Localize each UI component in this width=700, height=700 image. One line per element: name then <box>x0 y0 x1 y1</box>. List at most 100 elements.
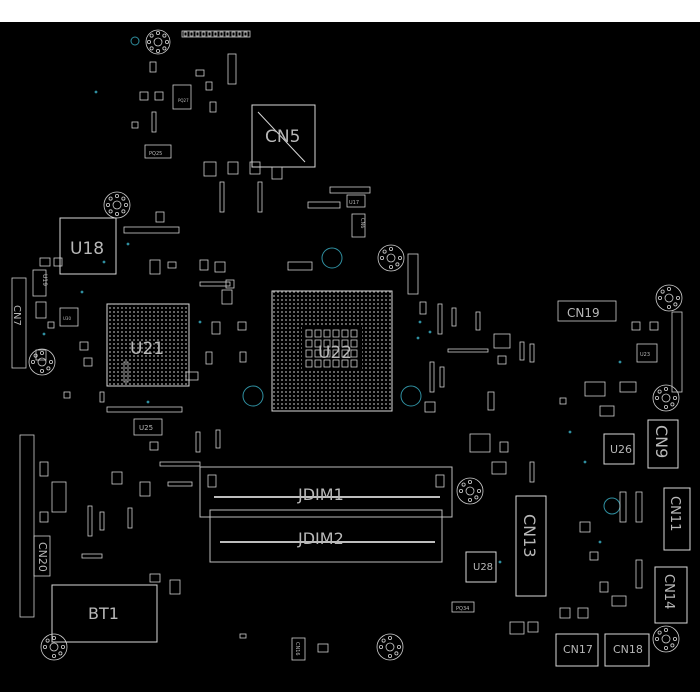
smd-part <box>239 633 247 639</box>
smd-part <box>619 381 637 393</box>
mounting-hole-center-top <box>377 244 405 272</box>
u30-label: U30 <box>63 316 71 321</box>
jdim1-label: JDIM1 <box>297 485 344 504</box>
cn6-label: CN6 <box>359 218 365 228</box>
smd-part <box>589 551 599 561</box>
smd-part <box>225 279 235 289</box>
smd-part <box>499 441 509 453</box>
smd-part <box>199 259 209 271</box>
smd-part <box>149 573 161 583</box>
smd-part <box>619 491 627 523</box>
smd-part <box>167 481 193 487</box>
mounting-hole-bottom-mid <box>376 633 404 661</box>
smd-part <box>221 289 233 305</box>
smd-part <box>307 201 341 209</box>
socket-pad <box>332 359 340 368</box>
smd-part <box>199 281 231 287</box>
pcb-board: CN5 PQ25 PQ27 U18 U21 U22 U17 <box>0 22 700 692</box>
smd-part <box>469 433 491 453</box>
connector-cn16: CN16 <box>291 637 306 661</box>
smd-part <box>577 607 589 619</box>
smd-part <box>407 253 419 295</box>
pq25-label: PQ25 <box>149 151 162 157</box>
socket-pad <box>305 329 313 338</box>
socket-pad <box>332 349 340 358</box>
chip-u30: U30 <box>59 307 79 327</box>
connector-cn18: CN18 <box>604 633 650 667</box>
header-pin <box>207 31 212 37</box>
cn5-label: CN5 <box>265 127 300 147</box>
socket-pad <box>341 339 349 348</box>
header-pin <box>189 31 194 37</box>
smd-part <box>159 461 201 467</box>
smd-part <box>559 397 567 405</box>
socket-pad <box>332 339 340 348</box>
u25-label: U25 <box>139 424 153 432</box>
chip-u21: U21 <box>106 303 190 387</box>
smd-part <box>111 471 123 485</box>
smd-part <box>195 69 205 77</box>
smd-part <box>611 595 627 607</box>
smd-part <box>317 643 329 653</box>
smd-part <box>529 461 535 483</box>
smd-part <box>579 521 591 533</box>
socket-pad <box>332 329 340 338</box>
connector-cn6: CN6 <box>351 213 366 238</box>
smd-part <box>287 261 313 271</box>
header-pin <box>237 31 242 37</box>
smd-part <box>419 301 427 315</box>
smd-part <box>149 61 157 73</box>
smd-part <box>447 348 489 353</box>
pq27-label: PQ27 <box>178 98 189 103</box>
cn11-label: CN11 <box>667 496 682 531</box>
smd-part <box>123 361 129 383</box>
smd-part <box>149 259 161 275</box>
smd-part <box>475 311 481 331</box>
jdim2-label: JDIM2 <box>297 529 344 548</box>
connector-cn5: CN5 <box>251 104 316 168</box>
u19-label: U19 <box>41 274 48 286</box>
smd-part <box>649 321 659 331</box>
smd-part <box>437 303 443 335</box>
smd-part <box>99 391 105 403</box>
smd-part <box>527 621 539 633</box>
socket-pad <box>314 329 322 338</box>
mounting-hole-bottom-left <box>40 633 68 661</box>
smd-part <box>635 491 643 523</box>
socket-pad <box>323 359 331 368</box>
pcb-layout: CN5 PQ25 PQ27 U18 U21 U22 U17 <box>11 29 691 667</box>
mounting-hole-left-mid <box>28 348 56 376</box>
smd-part <box>249 161 261 175</box>
mounting-hole-jdim <box>456 477 484 505</box>
dimm-slot-jdim1: JDIM1 <box>199 466 453 518</box>
cn14-label: CN14 <box>661 574 676 609</box>
header-pin <box>231 31 236 37</box>
connector-cn14: CN14 <box>654 566 688 624</box>
smd-part <box>79 341 89 351</box>
part-pq34: PQ34 <box>451 601 475 613</box>
smd-part <box>127 507 133 529</box>
smd-part <box>155 211 165 223</box>
smd-part <box>209 101 217 113</box>
smd-part <box>39 257 51 267</box>
header-pin <box>201 31 206 37</box>
smd-part <box>35 301 47 319</box>
smd-part <box>123 226 180 234</box>
smd-part <box>39 511 49 523</box>
smd-part <box>497 355 507 365</box>
smd-part <box>87 505 93 537</box>
socket-pad <box>305 339 313 348</box>
smd-part <box>227 161 239 175</box>
header-pin <box>183 31 188 37</box>
u17-label: U17 <box>349 200 359 206</box>
u26-label: U26 <box>610 443 632 456</box>
smd-part <box>35 349 47 361</box>
smd-part <box>237 321 247 331</box>
smd-part <box>215 429 221 449</box>
smd-part <box>53 257 63 267</box>
socket-pad <box>314 359 322 368</box>
cn7-label: CN7 <box>11 305 22 326</box>
cn18-label: CN18 <box>613 643 643 656</box>
mounting-hole-u18 <box>103 191 131 219</box>
chip-u19: U19 <box>32 269 48 297</box>
